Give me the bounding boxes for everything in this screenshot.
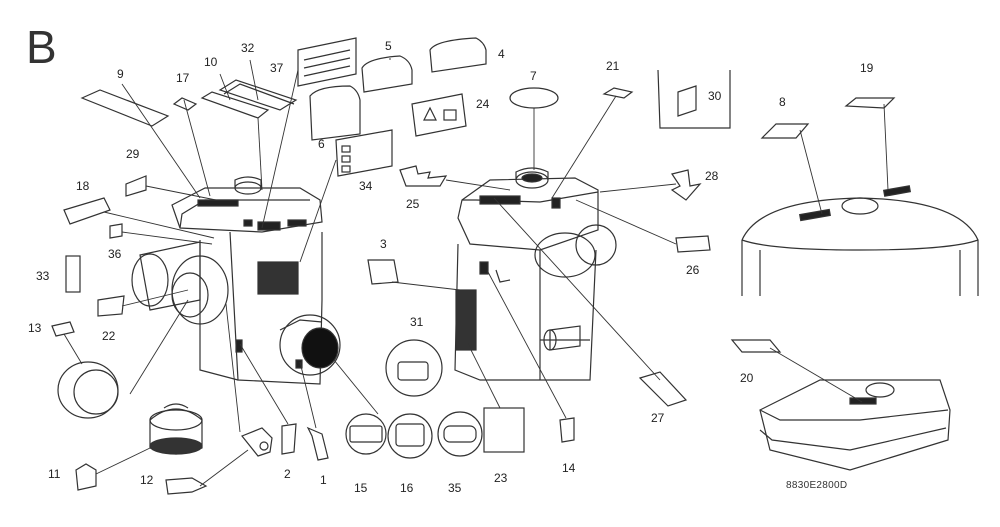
leader-lines (63, 58, 889, 487)
section-letter: B (26, 21, 57, 73)
callout-27: 27 (651, 411, 665, 425)
callout-18: 18 (76, 179, 90, 193)
right-fuel-tank (759, 379, 951, 471)
callout-37: 37 (270, 61, 284, 75)
callout-22: 22 (102, 329, 116, 343)
callout-6: 6 (318, 137, 325, 151)
callout-32: 32 (241, 41, 255, 55)
callout-13: 13 (28, 321, 42, 335)
callout-1: 1 (320, 473, 327, 487)
callout-9: 9 (117, 67, 124, 81)
callout-12: 12 (140, 473, 154, 487)
callout-30: 30 (708, 89, 722, 103)
callout-2: 2 (284, 467, 291, 481)
callout-7: 7 (530, 69, 537, 83)
right-frame (741, 185, 979, 296)
callout-4: 4 (498, 47, 505, 61)
callout-17: 17 (176, 71, 190, 85)
callout-16: 16 (400, 481, 414, 495)
callout-28: 28 (705, 169, 719, 183)
callout-3: 3 (380, 237, 387, 251)
callout-34: 34 (359, 179, 373, 193)
callout-21: 21 (606, 59, 620, 73)
callout-25: 25 (406, 197, 420, 211)
callout-26: 26 (686, 263, 700, 277)
callout-35: 35 (448, 481, 462, 495)
callout-23: 23 (494, 471, 508, 485)
callout-15: 15 (354, 481, 368, 495)
decal-shapes (51, 37, 896, 495)
middle-engine (454, 167, 617, 381)
callout-19: 19 (860, 61, 874, 75)
left-engine (57, 176, 341, 457)
diagram-code: 8830E2800D (786, 480, 848, 491)
callout-29: 29 (126, 147, 140, 161)
callout-10: 10 (204, 55, 218, 69)
callout-36: 36 (108, 247, 122, 261)
callout-31: 31 (410, 315, 424, 329)
callout-8: 8 (779, 95, 786, 109)
callout-14: 14 (562, 461, 576, 475)
callout-33: 33 (36, 269, 50, 283)
callout-24: 24 (476, 97, 490, 111)
callout-11: 11 (48, 467, 61, 481)
callout-5: 5 (385, 39, 392, 53)
callout-20: 20 (740, 371, 754, 385)
